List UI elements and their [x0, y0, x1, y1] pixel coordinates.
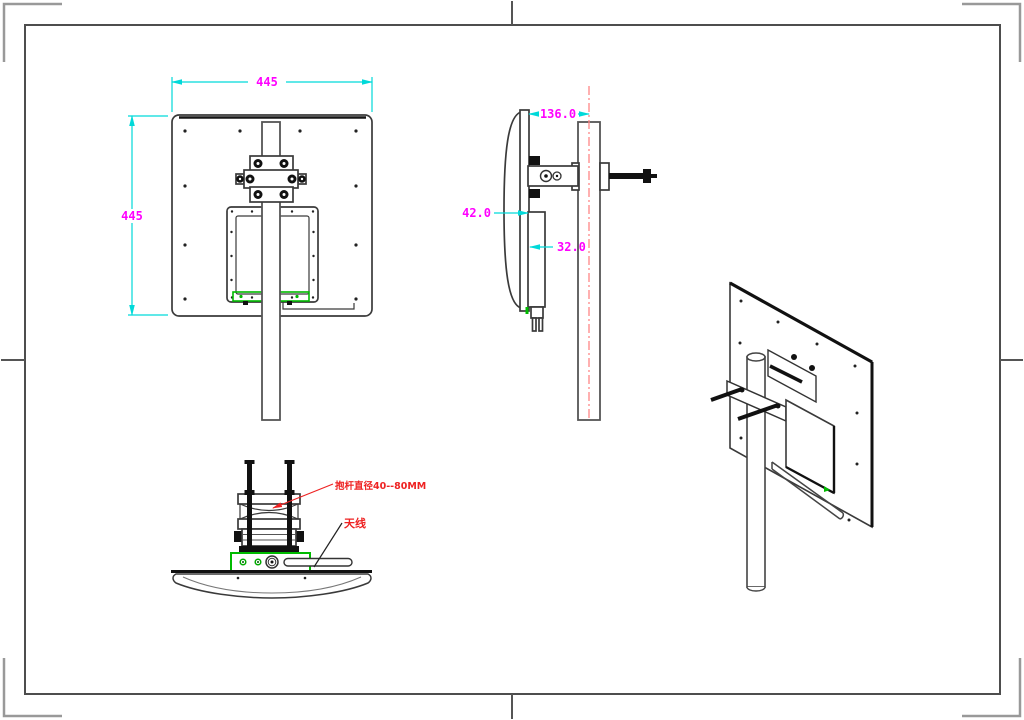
threaded-rod — [609, 173, 643, 179]
panel-screws-isometric — [738, 299, 859, 466]
radome-profile — [503, 110, 522, 310]
frame-corner-bottom-left — [2, 658, 62, 718]
dim-text-depth: 42.0 — [462, 206, 491, 220]
pole-diameter-label: 抱杆直径40--80MM — [335, 480, 426, 492]
bracket-body-top — [234, 528, 304, 553]
pole-cross-section — [239, 503, 299, 520]
panel-profile-top — [171, 570, 372, 599]
cable-channel-front — [282, 302, 355, 310]
annotation-antenna: 天线 — [313, 516, 366, 568]
cable-channel-isometric — [771, 461, 845, 520]
dim-text-box-thickness: 32.0 — [557, 240, 586, 254]
frame-corner-bottom-right — [962, 658, 1022, 718]
frame-corner-top-right — [962, 2, 1022, 62]
electronics-box-side — [527, 211, 546, 308]
pole-isometric — [746, 352, 766, 592]
green-tick-side — [525, 307, 529, 314]
front-view: 445 445 — [113, 74, 373, 421]
dim-text-pole-offset: 136.0 — [540, 107, 576, 121]
side-view: 136.0 42.0 32.0 — [462, 86, 657, 421]
bolt-rod-upper — [769, 364, 803, 384]
annotation-pole-diameter: 抱杆直径40--80MM — [272, 480, 426, 509]
dimension-depth: 42.0 — [462, 206, 529, 220]
clamp-jaw-upper — [237, 493, 301, 505]
antenna-label: 天线 — [344, 516, 366, 530]
antenna-housing-top — [230, 552, 353, 572]
rod-nut — [643, 169, 651, 183]
top-view: 抱杆直径40--80MM 天线 — [171, 460, 426, 599]
electronics-box-isometric — [785, 398, 836, 495]
rf-connectors — [530, 306, 544, 332]
green-tick-isometric — [824, 486, 830, 492]
frame-corner-top-left — [2, 2, 62, 62]
bolt-rods-isometric — [710, 387, 779, 421]
pole-clamp-front — [235, 155, 307, 203]
clamp-bolts — [236, 159, 306, 199]
pole-clamp-side — [527, 156, 657, 198]
mounting-slot — [283, 557, 353, 567]
clamp-bolts-top — [244, 460, 295, 546]
dimension-box-thickness: 32.0 — [529, 240, 586, 254]
panel-screw-dots — [183, 129, 358, 301]
dim-text-width: 445 — [256, 75, 278, 89]
dimension-width: 445 — [171, 74, 373, 112]
dimension-height: 445 — [113, 115, 168, 316]
dim-text-height: 445 — [121, 209, 143, 223]
isometric-view — [710, 281, 874, 592]
dimension-pole-offset: 136.0 — [528, 107, 590, 121]
